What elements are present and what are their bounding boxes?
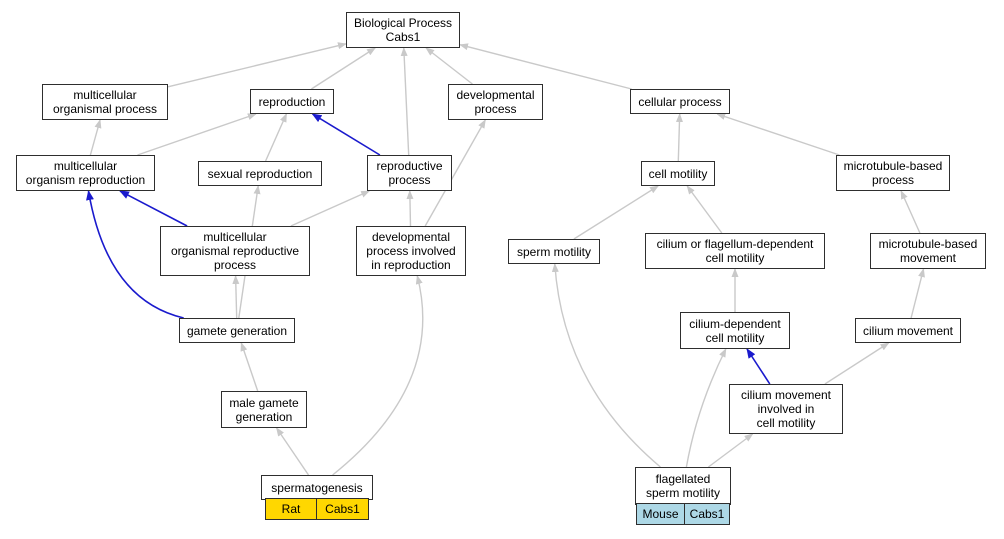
edge-gamete-generation-to-multicellular-organismal-reproductive-process	[232, 275, 240, 319]
tag-cabs1[interactable]: Cabs1	[684, 503, 730, 525]
edge-reproductive-process-to-reproduction	[311, 113, 381, 156]
edge-cilium-or-flagellum-dependent-cell-motility-to-cell-motility	[686, 185, 723, 234]
tag-cabs1[interactable]: Cabs1	[316, 498, 369, 520]
edge-gamete-generation-to-multicellular-organism-reproduction	[86, 190, 184, 319]
node-cilium-movement[interactable]: cilium movement	[855, 318, 961, 343]
node-label: sexual reproduction	[207, 166, 313, 181]
node-label: male gamete	[229, 395, 299, 410]
node-sperm-motility[interactable]: sperm motility	[508, 239, 600, 264]
edge-cilium-movement-to-microtubule-based-movement	[910, 268, 925, 319]
edge-reproduction-to-biological-process	[311, 47, 376, 90]
node-label: in reproduction	[371, 258, 451, 272]
node-label: multicellular	[73, 88, 137, 102]
node-label: organism reproduction	[25, 173, 146, 187]
edge-cilium-movement-involved-in-cell-motility-to-cilium-movement	[824, 342, 890, 385]
edge-multicellular-organism-reproduction-to-reproduction	[137, 113, 257, 156]
node-label: reproduction	[258, 94, 326, 109]
node-label: flagellated	[655, 472, 711, 486]
edge-reproductive-process-to-biological-process	[400, 47, 410, 156]
node-reproduction[interactable]: reproduction	[250, 89, 334, 114]
edge-male-gamete-generation-to-gamete-generation	[240, 342, 259, 392]
edge-flagellated-sperm-motility-to-sperm-motility	[551, 263, 661, 468]
edge-spermatogenesis-to-male-gamete-generation	[276, 427, 310, 476]
node-label: microtubule-based	[878, 237, 978, 251]
edge-developmental-process-to-biological-process	[425, 47, 473, 85]
node-label: cilium-dependent	[689, 316, 781, 331]
node-label: reproductive	[376, 159, 443, 173]
edge-developmental-process-involved-in-reproduction-to-reproductive-process	[406, 190, 414, 227]
edge-flagellated-sperm-motility-to-cilium-dependent-cell-motility	[685, 348, 727, 468]
edge-flagellated-sperm-motility-to-cilium-movement-involved-in-cell-motility	[707, 433, 754, 468]
node-label: movement	[899, 251, 957, 265]
node-label: generation	[235, 409, 293, 424]
tag-mouse[interactable]: Mouse	[636, 503, 685, 525]
node-label: gamete generation	[186, 323, 288, 338]
node-gamete-generation[interactable]: gamete generation	[179, 318, 295, 343]
node-label: sperm motility	[645, 486, 720, 500]
node-label: cell motility	[648, 166, 708, 181]
node-label: cellular process	[638, 94, 722, 109]
node-label: cell motility	[756, 416, 816, 430]
node-label: process	[213, 258, 257, 272]
node-label: cell motility	[705, 251, 765, 265]
node-label: process	[388, 173, 431, 187]
node-sexual-reproduction[interactable]: sexual reproduction	[198, 161, 322, 186]
edge-multicellular-organism-reproduction-to-multicellular-organismal-process	[89, 119, 102, 156]
node-label: cilium movement	[862, 323, 954, 338]
edge-sperm-motility-to-cell-motility	[573, 185, 659, 240]
edge-sexual-reproduction-to-reproduction	[264, 113, 288, 162]
node-cellular-process[interactable]: cellular process	[630, 89, 730, 114]
node-label: process	[871, 173, 915, 187]
edge-multicellular-organismal-process-to-biological-process	[167, 42, 347, 88]
edge-spermatogenesis-to-developmental-process-involved-in-reproduction	[332, 275, 424, 476]
edge-microtubule-based-process-to-cellular-process	[716, 113, 840, 156]
node-label: microtubule-based	[843, 159, 943, 173]
tag-rat[interactable]: Rat	[265, 498, 317, 520]
node-label: spermatogenesis	[271, 480, 363, 495]
edge-cellular-process-to-biological-process	[459, 43, 632, 90]
node-label: organismal reproductive	[170, 244, 300, 258]
node-label: sperm motility	[516, 244, 591, 259]
node-label: Cabs1	[385, 30, 421, 44]
node-label: Biological Process	[353, 16, 453, 30]
edge-developmental-process-involved-in-reproduction-to-developmental-process	[424, 119, 486, 227]
node-label: multicellular	[203, 230, 267, 244]
edge-multicellular-organismal-reproductive-process-to-reproductive-process	[290, 190, 371, 227]
node-label: process involved	[366, 244, 456, 258]
node-label: developmental	[371, 230, 451, 244]
edge-multicellular-organismal-reproductive-process-to-multicellular-organism-reproduction	[119, 190, 188, 227]
node-label: developmental	[456, 88, 535, 102]
edge-cell-motility-to-cellular-process	[675, 113, 683, 162]
node-label: process	[474, 102, 517, 116]
node-label: cell motility	[705, 330, 765, 345]
node-label: multicellular	[53, 159, 118, 173]
node-label: cilium or flagellum-dependent	[656, 237, 814, 251]
edge-cilium-movement-involved-in-cell-motility-to-cilium-dependent-cell-motility	[746, 348, 771, 385]
node-label: involved in	[757, 402, 815, 416]
node-cell-motility[interactable]: cell motility	[641, 161, 715, 186]
edge-microtubule-based-movement-to-microtubule-based-process	[900, 190, 921, 234]
node-label: cilium movement	[740, 388, 832, 402]
node-label: organismal process	[52, 102, 158, 116]
